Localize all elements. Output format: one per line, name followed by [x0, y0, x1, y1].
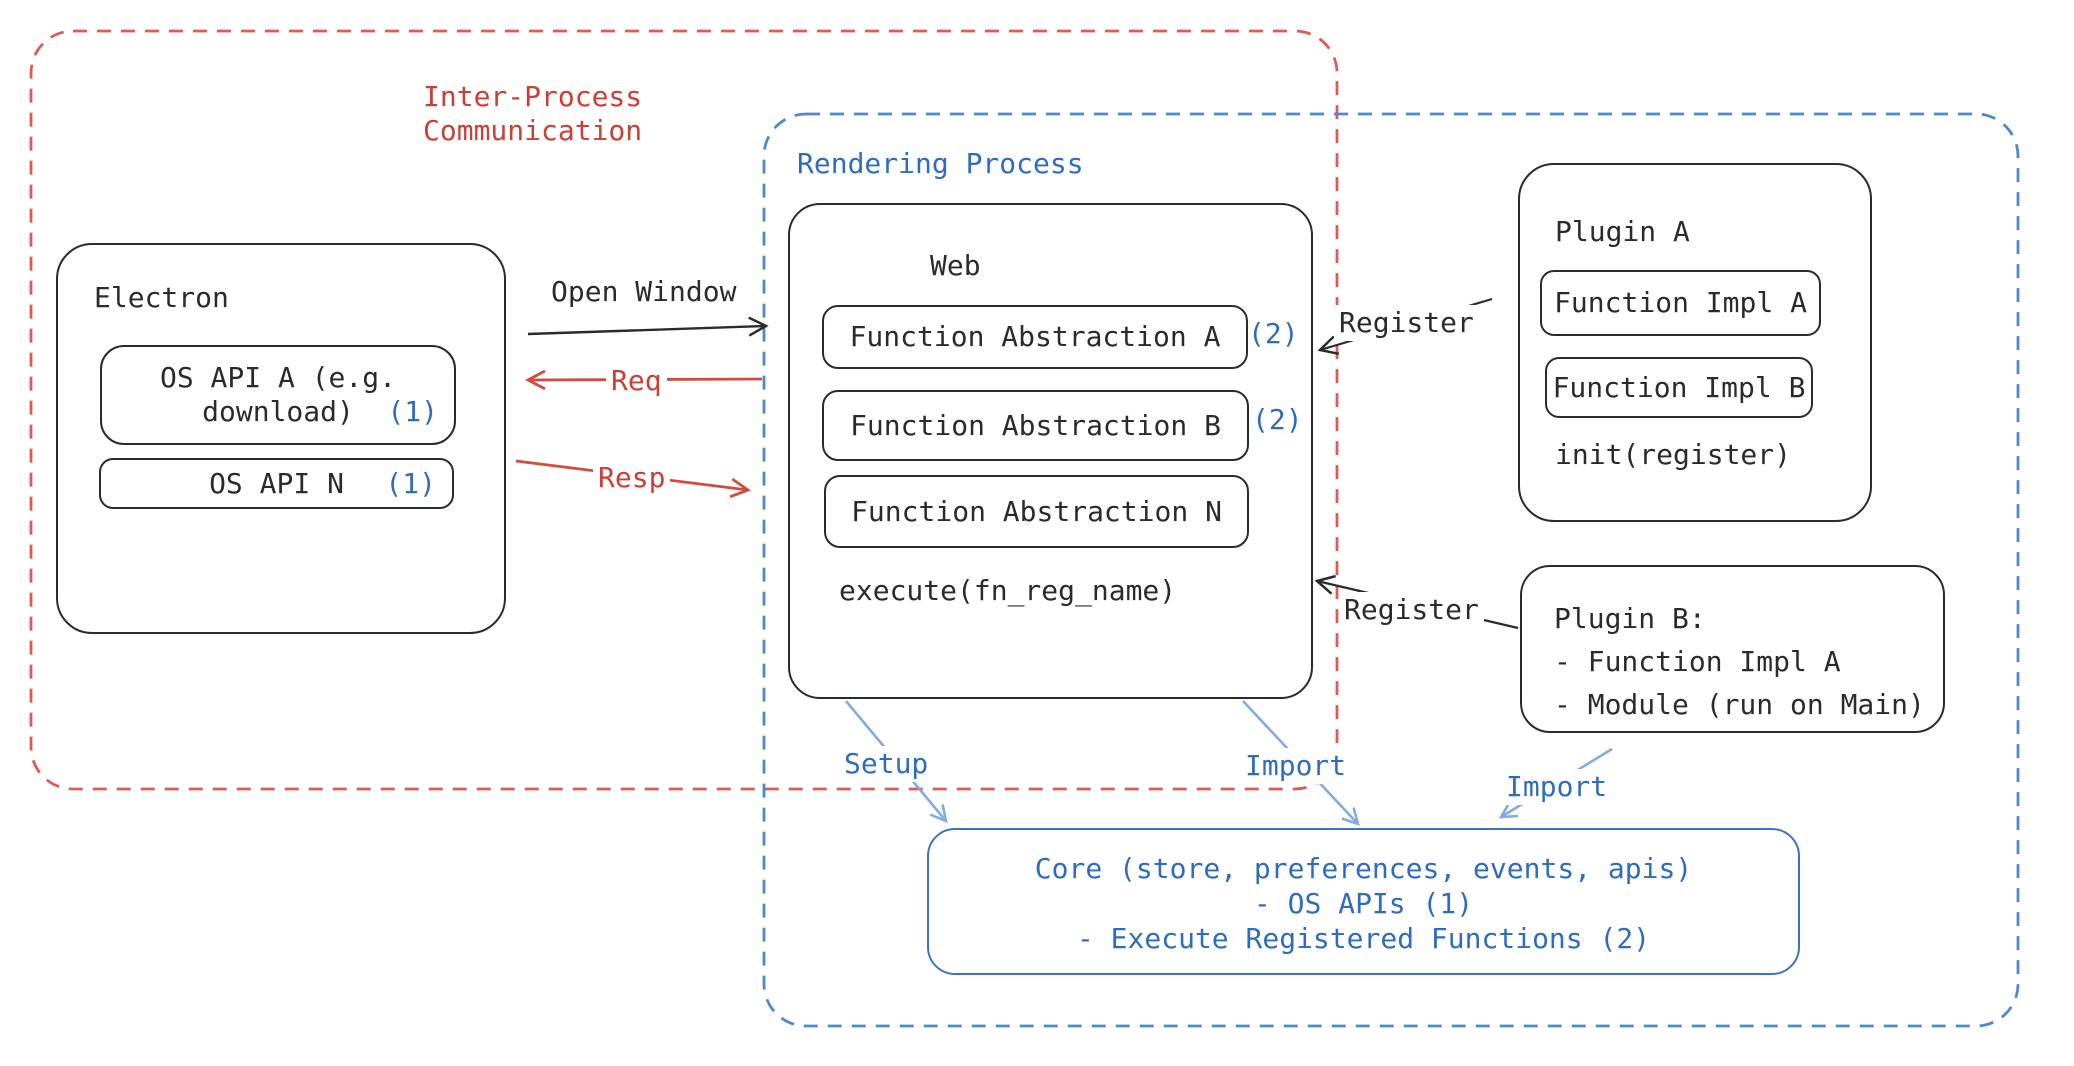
core-box: Core (store, preferences, events, apis) … [927, 828, 1800, 975]
web-footer: execute(fn_reg_name) [839, 574, 1177, 607]
function-abstraction-a-note: (2) [1248, 317, 1299, 350]
electron-title: Electron [94, 281, 229, 314]
req-label: Req [606, 363, 667, 399]
rendering-process-label: Rendering Process [797, 147, 1084, 180]
ipc-label-line2: Communication [423, 113, 643, 147]
import-plugin-b-label: Import [1501, 769, 1613, 805]
os-api-a-line1: OS API A (e.g. [159, 361, 396, 394]
register-plugin-a-label: Register [1334, 305, 1479, 341]
function-abstraction-n-box: Function Abstraction N [824, 475, 1249, 548]
plugin-a-footer: init(register) [1555, 438, 1792, 471]
web-box: Web Function Abstraction A (2) Function … [788, 203, 1313, 699]
register-plugin-b-label: Register [1339, 592, 1484, 628]
core-line: Core (store, preferences, events, apis) [1034, 852, 1693, 885]
electron-box: Electron OS API A (e.g. download) (1) OS… [56, 243, 506, 634]
plugin-b-title: Plugin B: [1554, 602, 1706, 635]
rendering-dashed-boundary [762, 112, 2020, 1028]
plugin-b-line: - Module (run on Main) [1554, 688, 1925, 721]
function-abstraction-b-note: (2) [1252, 403, 1303, 436]
open-window-arrow [527, 316, 769, 337]
plugin-b-box: Plugin B: - Function Impl A - Module (ru… [1520, 565, 1945, 733]
import-web-label: Import [1240, 748, 1352, 784]
function-abstraction-a-box: Function Abstraction A [822, 305, 1248, 369]
os-api-n-note: (1) [385, 466, 436, 500]
setup-label: Setup [839, 746, 934, 782]
plugin-b-line: - Function Impl A [1554, 645, 1841, 678]
core-line: - OS APIs (1) [1253, 887, 1474, 920]
web-title: Web [930, 249, 981, 282]
ipc-label-line1: Inter-Process [423, 80, 643, 113]
resp-label: Resp [593, 460, 671, 496]
function-impl-a-box: Function Impl A [1540, 270, 1821, 336]
ipc-label: Inter-Process Communication [423, 80, 642, 147]
plugin-a-title: Plugin A [1555, 215, 1690, 248]
plugin-a-box: Plugin A Function Impl A Function Impl B… [1518, 163, 1872, 522]
open-window-label: Open Window [551, 275, 737, 308]
os-api-n-box: OS API N (1) [99, 458, 454, 509]
os-api-a-box: OS API A (e.g. download) (1) [100, 345, 456, 445]
function-impl-b-box: Function Impl B [1545, 357, 1813, 418]
os-api-a-note: (1) [387, 395, 438, 428]
ipc-dashed-boundary [29, 29, 1339, 791]
core-line: - Execute Registered Functions (2) [1076, 922, 1651, 955]
function-abstraction-b-box: Function Abstraction B [822, 390, 1249, 461]
os-api-n-label: OS API N [209, 466, 344, 500]
os-api-a-line2: download) [202, 395, 354, 428]
